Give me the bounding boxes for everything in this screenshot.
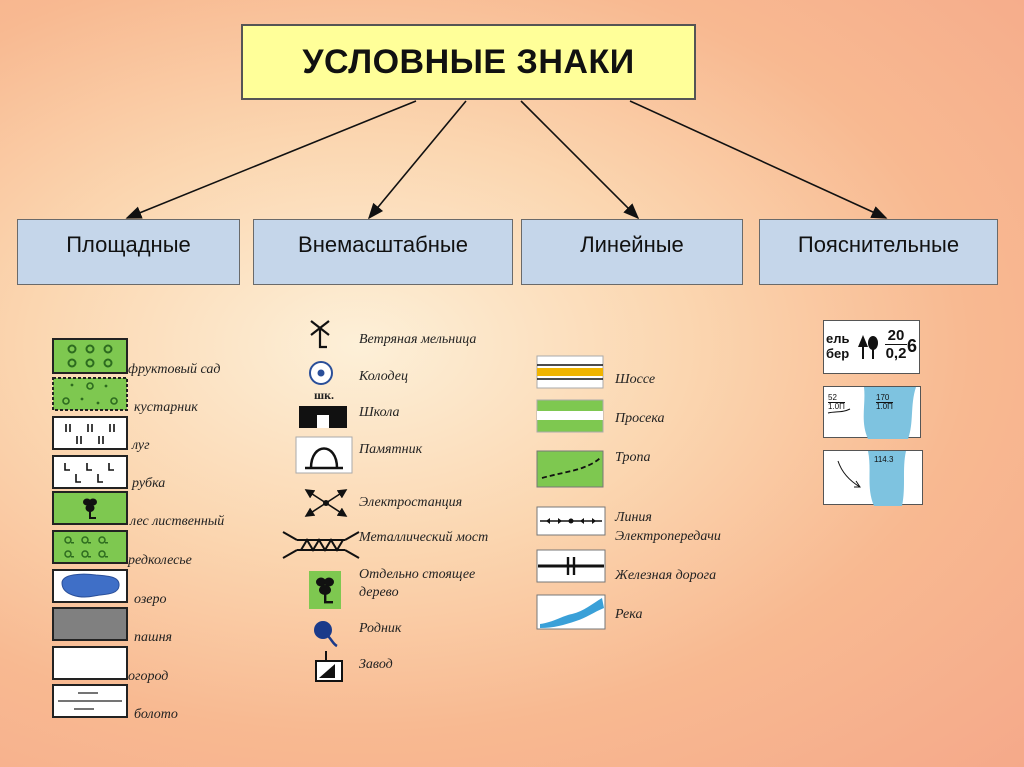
label-vegetable-garden: огород [128, 669, 169, 684]
label-school: Школа [359, 405, 400, 420]
main-title: УСЛОВНЫЕ ЗНАКИ [241, 24, 696, 100]
shrub-icon [52, 377, 128, 411]
label-swamp: болото [134, 707, 178, 722]
label-power-line-line1: Линия [615, 510, 652, 525]
school-abbreviation: шк. [314, 388, 335, 402]
river-mark-1a: 52 [828, 394, 845, 403]
river-characteristic-sign-2: 114.3 [823, 450, 923, 506]
sparse-forest-icon [52, 530, 128, 564]
arrow-to-offscale [367, 100, 467, 220]
trail-icon [536, 450, 604, 488]
forest-diameter: 0,2 [885, 345, 907, 362]
river-section-icon [827, 387, 916, 439]
category-offscale: Внемасштабные [253, 219, 513, 285]
forest-height: 20 [885, 327, 907, 345]
category-area: Площадные [17, 219, 240, 285]
label-spring: Родник [359, 621, 402, 636]
fruit-garden-icon [52, 338, 128, 374]
label-river: Река [615, 607, 643, 622]
label-metal-bridge: Металлический мост [359, 530, 489, 545]
monument-icon [295, 436, 353, 474]
label-power-line-line2: Электропередачи [615, 529, 721, 544]
label-trail: Тропа [615, 450, 651, 465]
river-characteristic-sign-1: 52 1.0П 170 1.0П [823, 386, 921, 439]
cutting-icon [536, 399, 604, 433]
forest-spacing: 6 [907, 336, 918, 356]
school-icon [297, 404, 349, 430]
label-well: Колодец [359, 369, 408, 384]
label-meadow: луг [132, 438, 150, 453]
river-icon [536, 594, 606, 630]
power-station-icon [301, 486, 351, 520]
arable-land-icon [52, 607, 128, 641]
label-windmill: Ветряная мельница [359, 332, 477, 347]
label-highway: Шоссе [615, 372, 656, 387]
factory-icon [315, 650, 345, 682]
label-deciduous-forest: лес лиственный [130, 514, 225, 529]
power-line-icon [536, 506, 606, 536]
label-arable-land: пашня [134, 630, 173, 645]
label-cutting: Просека [615, 411, 665, 426]
river-flow-icon [837, 451, 906, 506]
forest-characteristic-sign: ель бер 20 0,2 6 [823, 320, 920, 374]
arrow-to-area [125, 100, 417, 219]
lake-icon [52, 569, 128, 603]
deciduous-forest-icon [52, 491, 128, 525]
railway-icon [536, 549, 606, 583]
vegetable-garden-icon [52, 646, 128, 680]
label-lone-tree-line1: Отдельно стоящее [359, 567, 476, 582]
swamp-icon [52, 684, 128, 718]
label-lone-tree-line2: дерево [359, 585, 399, 600]
well-icon [307, 359, 335, 387]
meadow-icon [52, 416, 128, 450]
label-shrub: кустарник [134, 400, 198, 415]
label-clearing: рубка [132, 476, 166, 491]
forest-species-1: ель [826, 331, 850, 346]
label-monument: Памятник [359, 442, 423, 457]
river-mark-1c: 170 [876, 394, 893, 403]
forest-species-2: бер [826, 346, 850, 361]
category-explanatory: Пояснительные [759, 219, 998, 285]
arrow-to-linear [520, 100, 640, 220]
label-power-station: Электростанция [359, 495, 463, 510]
label-factory: Завод [359, 657, 393, 672]
lone-tree-icon [308, 570, 342, 610]
arrow-to-explanatory [629, 100, 888, 219]
category-linear: Линейные [521, 219, 743, 285]
label-fruit-garden: фруктовый сад [128, 362, 221, 377]
clearing-icon [52, 455, 128, 489]
spring-icon [310, 618, 340, 648]
river-mark-2: 114.3 [874, 455, 894, 464]
label-railway: Железная дорога [615, 568, 717, 583]
windmill-icon [307, 318, 333, 352]
highway-icon [536, 355, 604, 389]
river-mark-1b: 1.0П [828, 402, 845, 411]
metal-bridge-icon [281, 528, 361, 562]
label-sparse-forest: редколесье [128, 553, 192, 568]
river-mark-1d: 1.0П [876, 402, 893, 411]
mixed-forest-icon [858, 335, 878, 359]
label-lake: озеро [134, 592, 167, 607]
